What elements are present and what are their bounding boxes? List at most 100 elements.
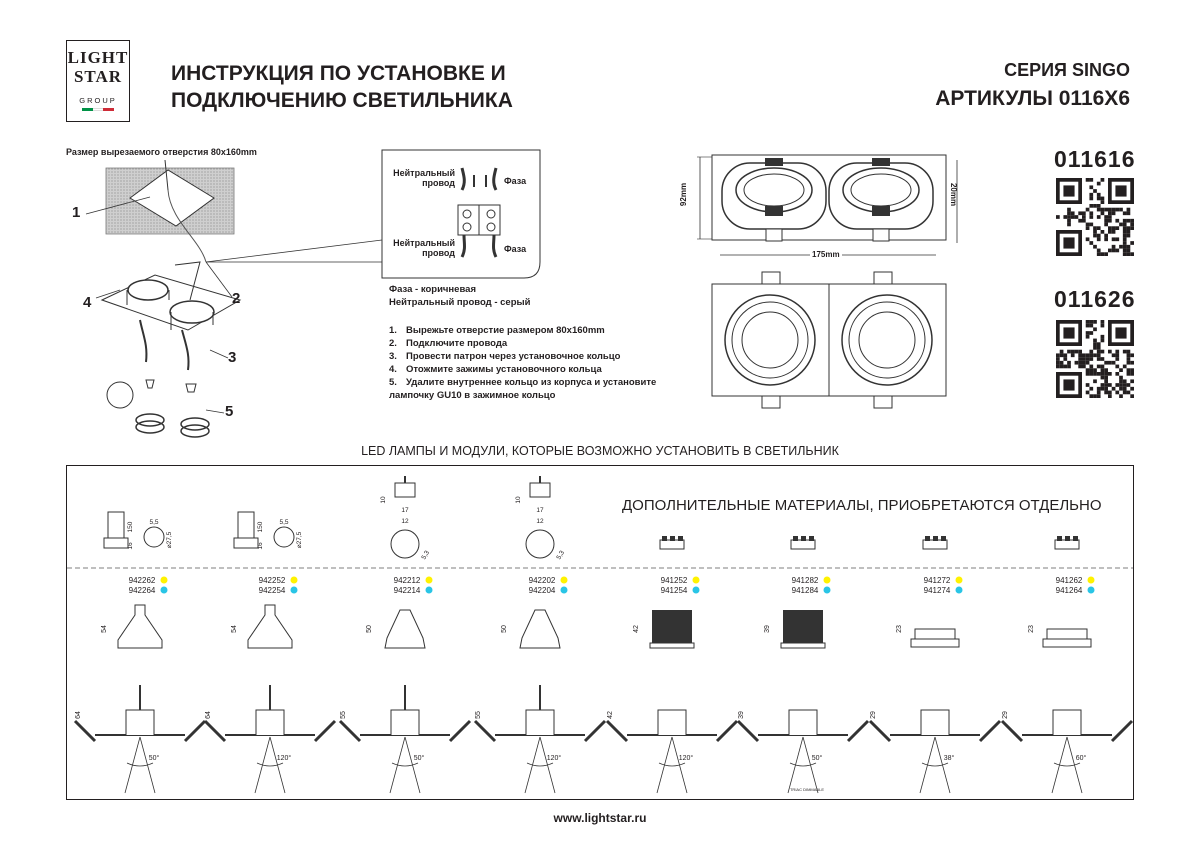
beam-angle: 50° (812, 754, 823, 762)
lamps-frame (66, 465, 1134, 800)
italian-flag-icon (82, 108, 115, 111)
product-code-1: 011616 (1054, 146, 1136, 172)
neutral-label-bottom-line1: Нейтральный (393, 238, 455, 248)
phase-label-bottom: Фаза (504, 244, 527, 254)
spring-clip (338, 719, 362, 743)
article-2: 941284 (792, 586, 819, 595)
cool-white-dot (955, 586, 963, 594)
cool-white-dot (692, 586, 700, 594)
callout-3: 3 (228, 349, 237, 366)
socket-side (237, 511, 255, 539)
step-text: Удалите внутреннее кольцо из корпуса и у… (406, 377, 657, 388)
flat-module (914, 628, 956, 640)
cool-white-dot (1087, 586, 1095, 594)
installed-lamp (657, 709, 687, 735)
terminal-pin (941, 536, 946, 541)
spring-clip (715, 719, 739, 743)
callout-2: 2 (232, 290, 241, 307)
gu10-lamp (247, 604, 293, 649)
spring-clip (183, 719, 207, 743)
dim-label: 5,5 (279, 519, 288, 526)
beam-angle: 120° (277, 754, 292, 762)
lamp-height: 50 (501, 625, 508, 633)
mr16-lamp (519, 609, 561, 649)
connector (394, 482, 416, 498)
lamp-height: 23 (1028, 625, 1035, 633)
product-code-2: 011626 (1054, 286, 1136, 312)
terminal-pin (801, 536, 806, 541)
beam-angle: 120° (547, 754, 562, 762)
neutral-label-top: Нейтральный провод (387, 168, 455, 188)
flat-module-base (1042, 638, 1092, 648)
flat-module (1046, 628, 1088, 640)
article-1: 942212 (394, 576, 421, 585)
terminal-pin (925, 536, 930, 541)
mr16-lamp (384, 609, 426, 649)
terminal-pin (1057, 536, 1062, 541)
legend-neutral: Нейтральный провод - серый (389, 297, 531, 308)
warm-white-dot (160, 576, 168, 584)
cool-white-dot (160, 586, 168, 594)
beam-angle: 38° (944, 754, 955, 762)
install-height: 39 (738, 711, 745, 719)
website-link[interactable]: www.lightstar.ru (553, 811, 647, 825)
qr-code-icon[interactable] (1056, 320, 1134, 398)
install-height: 64 (75, 711, 82, 719)
qr-code-icon[interactable] (1056, 178, 1134, 256)
install-height: 55 (340, 711, 347, 719)
socket-base (103, 537, 129, 549)
articles-label: АРТИКУЛЫ 0116X6 (935, 87, 1130, 110)
spring-clip (846, 719, 870, 743)
article-2: 941254 (661, 586, 688, 595)
neutral-label-bottom: Нейтральный провод (387, 238, 455, 258)
cool-white-dot (290, 586, 298, 594)
dim-label: 150 (127, 521, 134, 532)
dim-label: 16 (257, 542, 264, 550)
legend-phase: Фаза - коричневая (389, 284, 476, 295)
neutral-label-top-line2: провод (422, 178, 455, 188)
article-2: 941274 (924, 586, 951, 595)
installed-lamp (920, 709, 950, 735)
beam-arc (658, 762, 686, 767)
step-item: 2.Подключите провода (389, 337, 656, 350)
step-text: Подключите провода (406, 338, 508, 349)
warm-white-dot (823, 576, 831, 584)
phase-label-top: Фаза (504, 176, 527, 186)
step-num: 3. (389, 351, 397, 362)
article-1: 942252 (259, 576, 286, 585)
cutout-size-label: Размер вырезаемого отверстия 80х160mm (66, 147, 257, 157)
dim-label: ⌀27,5 (166, 531, 173, 548)
dim-label: 16 (127, 542, 134, 550)
socket-front (273, 526, 295, 548)
module-front (525, 529, 555, 559)
terminal-block (790, 539, 816, 550)
step-item: 5.Удалите внутреннее кольцо из корпуса и… (389, 376, 656, 389)
article-1: 942262 (129, 576, 156, 585)
spring-clip (203, 719, 227, 743)
spring-clip (313, 719, 337, 743)
beam-arc (526, 762, 554, 767)
dim-label: 17 (401, 507, 409, 514)
warm-white-dot (425, 576, 433, 584)
install-height: 29 (1002, 711, 1009, 719)
beam-arc (256, 762, 284, 767)
terminal-pin (1073, 536, 1078, 541)
flag-green (82, 108, 93, 111)
warm-white-dot (1087, 576, 1095, 584)
module-front (390, 529, 420, 559)
article-1: 942202 (529, 576, 556, 585)
article-2: 942214 (394, 586, 421, 595)
installed-lamp (1052, 709, 1082, 735)
beam-angle: 120° (679, 754, 694, 762)
logo-line-1: LIGHT (67, 48, 129, 67)
logo-line-2: STAR (73, 67, 123, 86)
step-num: 1. (389, 325, 397, 336)
led-module (652, 610, 692, 646)
installed-lamp (525, 709, 555, 735)
